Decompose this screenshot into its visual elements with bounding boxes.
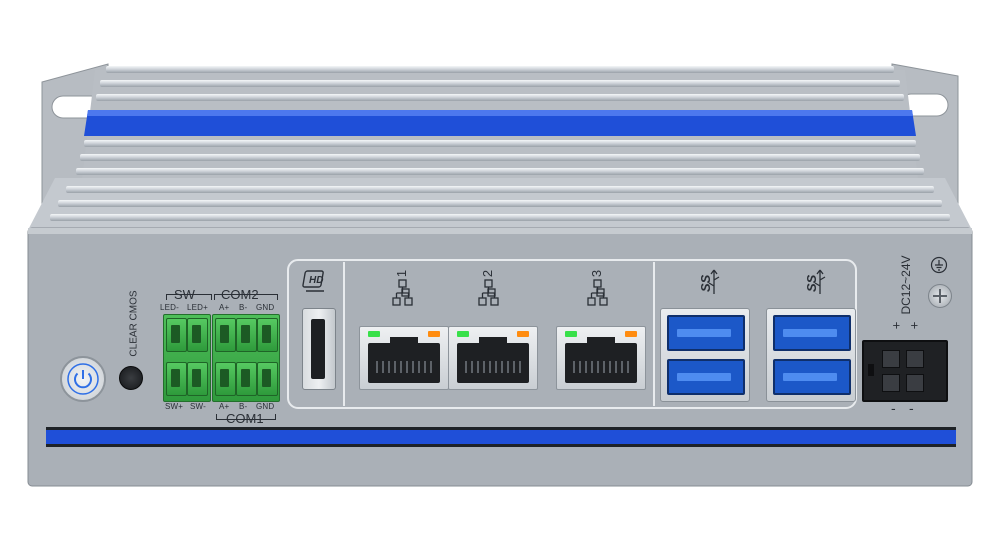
network-icon [587,279,608,306]
heatsink-fin [96,94,904,101]
usb-port[interactable] [667,359,745,395]
pin-label: A+ [219,303,230,312]
usb-superspeed-icon: SS [698,269,720,294]
bracket [216,414,276,420]
lan-port-3[interactable] [556,326,646,390]
terminal-pin [166,362,187,396]
hdmi-port[interactable] [302,308,336,390]
lan-port-2[interactable] [448,326,538,390]
dc-power-connector[interactable] [862,340,948,402]
bracket [166,294,212,300]
network-icon [392,279,413,306]
svg-text:SS: SS [804,274,819,292]
usb-port[interactable] [667,315,745,351]
pin-label: GND [256,303,275,312]
pin-label: SW- [190,402,207,411]
link-led [368,331,380,337]
lan-number: 1 [394,269,410,278]
terminal-pin [257,362,278,396]
usb-port-stack-2 [766,308,856,402]
usb-port-stack-1 [660,308,750,402]
power-button[interactable] [60,356,106,402]
bracket [214,294,278,300]
pin-label: LED- [160,303,180,312]
lan-number: 3 [589,269,605,278]
clear-cmos-label: CLEAR CMOS [128,290,140,357]
link-led [457,331,469,337]
usb-port[interactable] [773,315,851,351]
minus-sign: - [909,400,914,416]
hdmi-icon: HD [302,270,324,292]
activity-led [517,331,529,337]
network-icon [478,279,499,306]
terminal-pin [257,318,278,352]
usb-superspeed-icon: SS [804,269,826,294]
terminal-pin [187,318,208,352]
svg-text:HD: HD [309,275,323,286]
terminal-pin [187,362,208,396]
heatsink-fin [106,66,894,73]
pin-label: GND [256,402,275,411]
terminal-pin [215,318,236,352]
terminal-pin [166,318,187,352]
pin-label: B- [239,303,248,312]
ground-screw[interactable] [928,284,952,308]
terminal-pin [215,362,236,396]
heatsink-fin [76,168,924,175]
plus-sign: + [906,321,922,330]
activity-led [428,331,440,337]
clear-cmos-button[interactable] [119,366,143,390]
lan-port-1[interactable] [359,326,449,390]
heatsink-fin [100,80,900,87]
ground-icon [930,256,948,274]
pin-label: SW+ [165,402,184,411]
minus-sign: - [891,400,896,416]
link-led [565,331,577,337]
activity-led [625,331,637,337]
usb-port[interactable] [773,359,851,395]
pin-label: LED+ [187,303,209,312]
dc-input-label: DC12~24V [899,255,913,315]
power-icon [67,363,99,395]
terminal-pin [236,362,257,396]
pin-label: B- [239,402,248,411]
com1-label: COM1 [226,411,264,426]
heatsink-fin [80,154,920,161]
heatsink-fin [84,140,916,147]
plus-sign: + [888,321,904,330]
lan-number: 2 [480,269,496,278]
heatsink-fin [50,214,950,221]
pin-label: A+ [219,402,230,411]
heatsink-fin [66,186,934,193]
svg-text:SS: SS [698,274,713,292]
terminal-pin [236,318,257,352]
heatsink-fin [58,200,942,207]
